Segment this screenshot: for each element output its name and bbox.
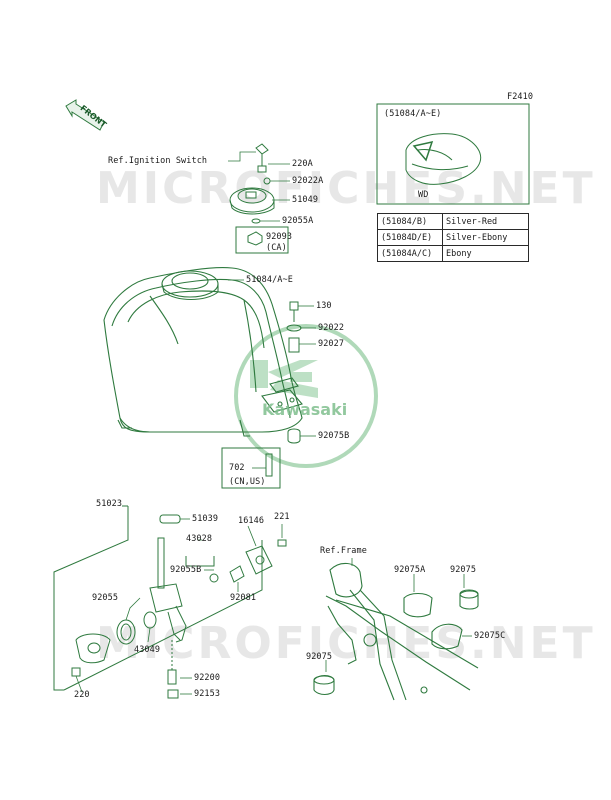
- part-43049: 43049: [134, 645, 161, 655]
- watermark-bottom: MICROFICHES.NET: [96, 618, 596, 669]
- part-92081: 92081: [230, 593, 257, 603]
- inset-title: (51084/A~E): [384, 109, 442, 119]
- inset-box: [376, 103, 530, 205]
- part-130: 130: [316, 301, 332, 311]
- leader-lines: [75, 151, 472, 695]
- ref-frame-label: Ref.Frame: [320, 546, 367, 556]
- part-92093: 92093: [266, 232, 293, 242]
- color-name: Silver-Red: [442, 213, 529, 230]
- part-92075A: 92075A: [394, 565, 426, 575]
- kawasaki-logo: [234, 324, 378, 468]
- part-51049: 51049: [292, 195, 319, 205]
- part-43028: 43028: [186, 534, 213, 544]
- tank-decal-shape: [405, 133, 482, 185]
- part-702: 702: [229, 463, 245, 473]
- part-220: 220: [74, 690, 90, 700]
- part-92027: 92027: [318, 339, 345, 349]
- table-row: (51084/B) Silver-Red: [377, 213, 529, 230]
- part-92075: 92075: [450, 565, 477, 575]
- frame-section: [313, 562, 479, 701]
- ref-ignition-switch-label: Ref.Ignition Switch: [108, 156, 208, 166]
- part-92022: 92022: [318, 323, 345, 333]
- color-code: (51084/B): [377, 213, 443, 230]
- part-51023: 51023: [96, 499, 123, 509]
- part-92055: 92055: [92, 593, 119, 603]
- 92093-box: [235, 226, 289, 254]
- front-arrow-icon: [65, 99, 105, 131]
- part-51084: 51084/A~E: [246, 275, 293, 285]
- part-16146: 16146: [238, 516, 265, 526]
- figure-code: F2410: [507, 92, 534, 102]
- inset-wd: WD: [418, 190, 429, 200]
- 702-box: [221, 447, 281, 489]
- part-92153: 92153: [194, 689, 221, 699]
- part-92055A: 92055A: [282, 216, 314, 226]
- brand-text: Kawasaki: [262, 400, 348, 419]
- part-221: 221: [274, 512, 290, 522]
- kawasaki-k-mark: [250, 360, 318, 398]
- color-table: (51084/B) Silver-Red (51084D/E) Silver-E…: [377, 213, 529, 262]
- part-92200: 92200: [194, 673, 221, 683]
- part-92055B: 92055B: [170, 565, 202, 575]
- color-name: Ebony: [442, 245, 529, 262]
- table-row: (51084D/E) Silver-Ebony: [377, 229, 529, 246]
- color-code: (51084A/C): [377, 245, 443, 262]
- part-702-cnus: (CN,US): [229, 477, 266, 487]
- part-92093-ca: (CA): [266, 243, 287, 253]
- part-92075-lower: 92075: [306, 652, 333, 662]
- table-row: (51084A/C) Ebony: [377, 245, 529, 262]
- fuel-tank: [103, 267, 303, 437]
- color-code: (51084D/E): [377, 229, 443, 246]
- part-51039: 51039: [192, 514, 219, 524]
- part-220A: 220A: [292, 159, 313, 169]
- part-92075B: 92075B: [318, 431, 350, 441]
- color-name: Silver-Ebony: [442, 229, 529, 246]
- front-arrow: FRONT: [64, 98, 108, 142]
- part-92022A: 92022A: [292, 176, 324, 186]
- part-92075C: 92075C: [474, 631, 506, 641]
- watermark-top: MICROFICHES.NET: [96, 163, 596, 214]
